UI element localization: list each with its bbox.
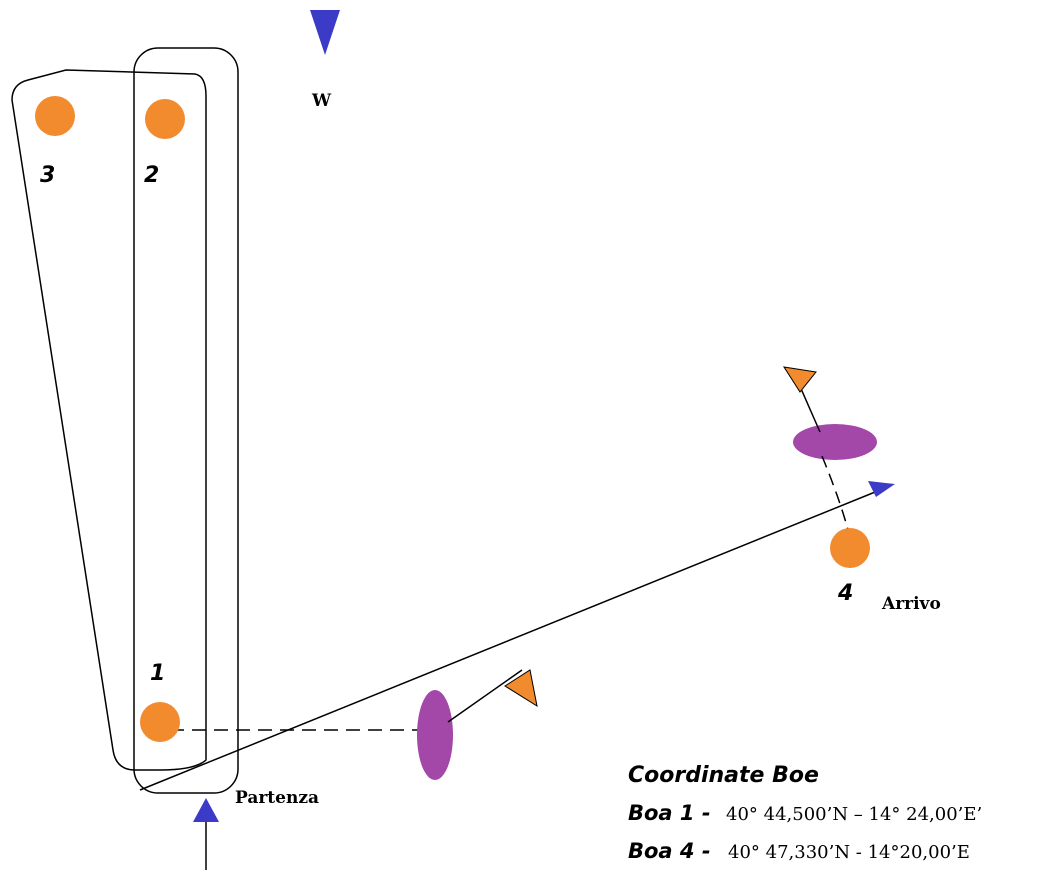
wind-arrow-icon bbox=[310, 10, 340, 55]
buoy-2 bbox=[145, 99, 185, 139]
finish-label: Arrivo bbox=[881, 594, 941, 614]
coordinates-row-1-value: 40° 44,500’N – 14° 24,00’E’ bbox=[726, 804, 982, 825]
course-loop-3-1 bbox=[11, 69, 207, 771]
finish-flag-icon bbox=[782, 366, 817, 393]
wind-label: W bbox=[311, 91, 332, 111]
buoy-1-label: 1 bbox=[150, 661, 165, 686]
coordinates-row-1-key: Boa 1 - bbox=[628, 801, 711, 825]
buoy-2-label: 2 bbox=[144, 163, 159, 188]
coordinates-row-2-value: 40° 47,330’N - 14°20,00’E bbox=[728, 842, 970, 863]
start-flag-pole bbox=[447, 669, 523, 723]
final-leg-arrow-icon bbox=[868, 481, 895, 497]
coordinates-row-2-key: Boa 4 - bbox=[628, 839, 711, 863]
start-label: Partenza bbox=[235, 788, 319, 808]
coordinates-title: Coordinate Boe bbox=[628, 763, 819, 788]
start-committee-boat bbox=[417, 690, 453, 780]
final-leg-line bbox=[139, 487, 886, 791]
buoy-4 bbox=[830, 528, 870, 568]
start-arrow-icon bbox=[193, 798, 219, 822]
buoy-3-label: 3 bbox=[40, 163, 55, 188]
buoy-1 bbox=[140, 702, 180, 742]
buoy-4-label: 4 bbox=[837, 581, 853, 606]
start-flag-icon bbox=[504, 669, 538, 708]
buoy-3 bbox=[35, 96, 75, 136]
finish-line bbox=[821, 455, 849, 531]
course-loop-1-2 bbox=[133, 47, 239, 794]
finish-committee-boat bbox=[793, 424, 877, 460]
